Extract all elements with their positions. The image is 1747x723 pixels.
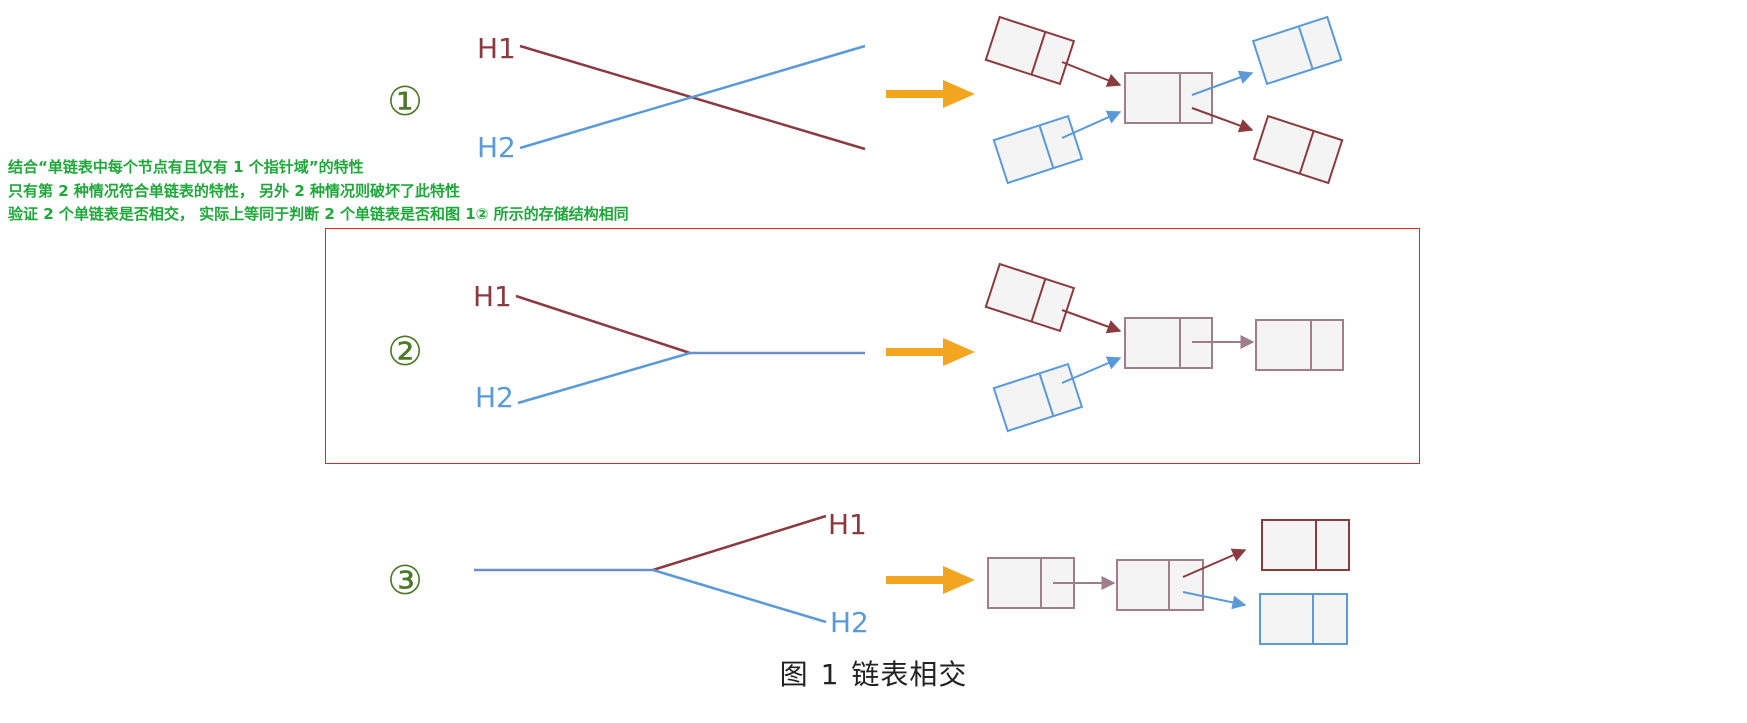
case-1-number: ① [387,79,423,125]
note-line-3: 验证 2 个单链表是否相交， 实际上等同于判断 2 个单链表是否和图 1② 所示… [8,205,629,223]
list-node [1259,593,1348,645]
case-3-h2-label: H2 [830,606,869,639]
case-2-h1-label: H1 [473,280,512,313]
list-node [1124,72,1213,124]
case-1-h1-label: H1 [477,32,516,65]
list-node [984,262,1076,333]
case-3: ③ H1 H2 [387,508,1350,645]
case-3-h1-line [652,514,827,572]
note-line-2: 只有第 2 种情况符合单链表的特性， 另外 2 种情况则破坏了此特性 [8,181,460,200]
pointer-arrow-icon [1061,61,1122,87]
pointer-arrow-icon [1061,309,1122,334]
case-1-h2-label: H2 [477,131,516,164]
transform-arrow-icon [886,80,975,108]
case-2-h1-line [515,294,691,355]
caption-number: 1 [820,658,840,691]
list-node [984,15,1076,86]
transform-arrow-icon [886,338,975,366]
case-2: ② H1 H2 [387,262,1344,433]
case-1-h2-line [519,44,866,150]
list-node [1255,319,1344,371]
case-2-number: ② [387,329,423,375]
pointer-arrow-icon [1061,110,1122,139]
case-3-h1-label: H1 [828,508,867,541]
transform-arrow-icon [886,566,975,594]
list-node [992,114,1084,185]
pointer-arrow-icon [1191,107,1254,133]
pointer-arrow-icon [1061,356,1122,384]
list-node [1251,15,1343,86]
case-2-h2-line [517,351,691,405]
caption-title: 链表相交 [851,658,968,691]
case-3-number: ③ [387,558,423,604]
list-node [992,362,1084,433]
pointer-arrow-icon [1182,548,1247,578]
case-2-h2-label: H2 [475,381,514,414]
case-3-h2-line [652,568,827,624]
pointer-arrow-icon [1182,591,1247,610]
pointer-arrow-icon [1191,70,1254,96]
list-node [1252,114,1344,185]
list-node [1116,559,1204,611]
note-line-1: 结合“单链表中每个节点有且仅有 1 个指针域”的特性 [8,158,364,176]
list-node [1261,519,1350,571]
caption-prefix: 图 [779,658,809,691]
explanation-note: 结合“单链表中每个节点有且仅有 1 个指针域”的特性 只有第 2 种情况符合单链… [8,156,629,227]
case-1: ① H1 H2 [387,15,1344,185]
case-2-highlight-box [325,228,1420,464]
